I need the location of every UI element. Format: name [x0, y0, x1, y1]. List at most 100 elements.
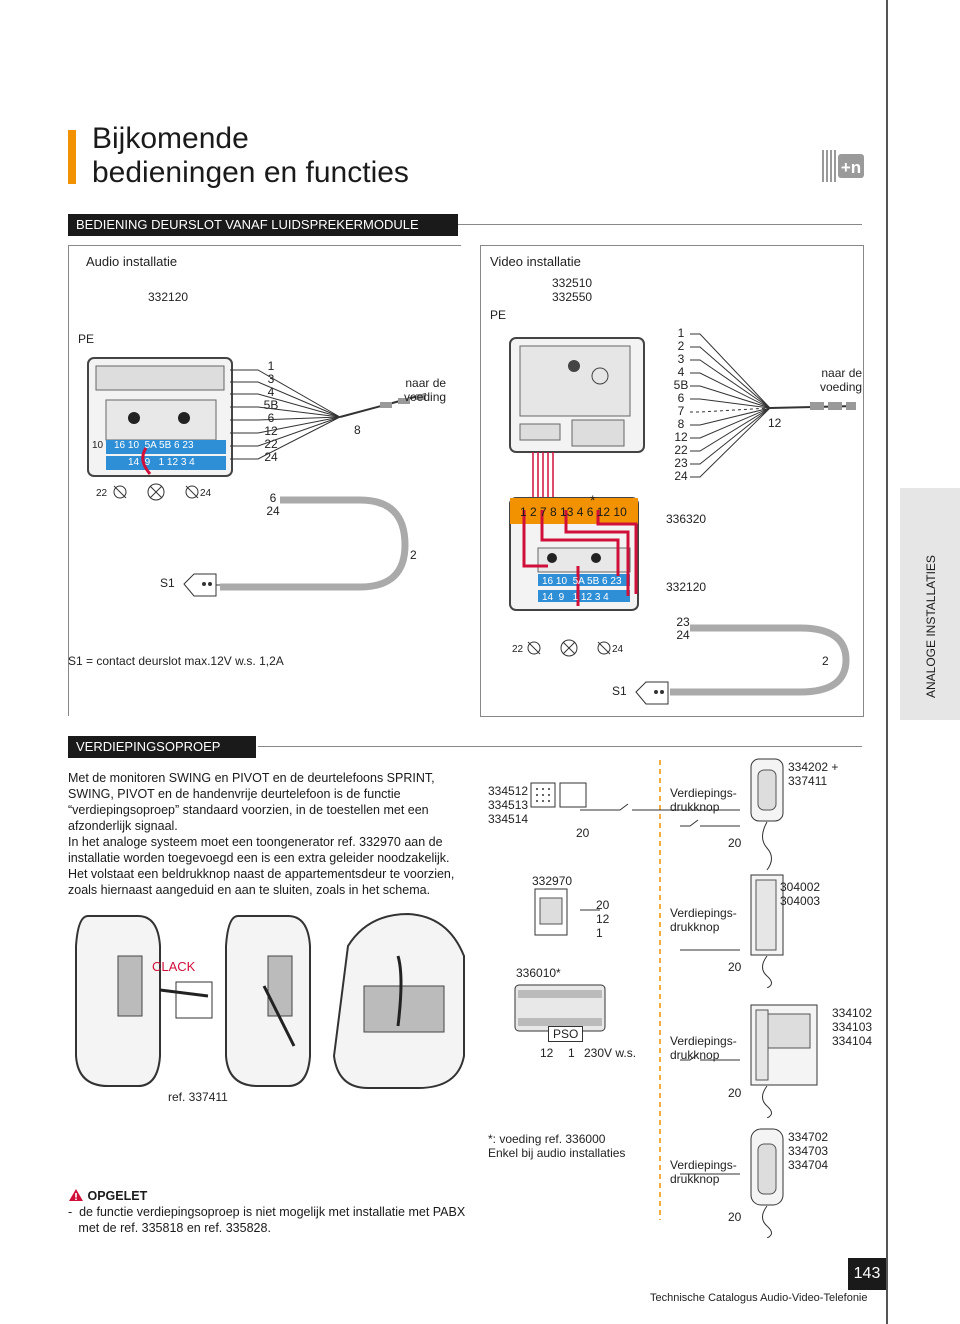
door-plate-icons	[530, 782, 587, 808]
audio-terminals-bottom: 14 9 1 12 3 4	[128, 457, 195, 468]
device-2-refs: 304002 304003	[780, 880, 821, 908]
video-board-ref: 336320	[666, 512, 707, 526]
mains-label: 230V w.s.	[584, 1046, 637, 1060]
video-star: *	[590, 492, 596, 508]
audio-terminals-top: 16 10 5A 5B 6 23	[114, 440, 194, 451]
handset-ref: ref. 337411	[168, 1090, 228, 1104]
footer-text: Technische Catalogus Audio-Video-Telefon…	[650, 1292, 868, 1304]
video-lock-term-22: 22	[512, 644, 524, 655]
video-module-drawing	[509, 337, 645, 453]
video-installation-panel	[480, 245, 864, 717]
video-board-drawing	[509, 497, 639, 611]
section-header-verdiepingsoproep: VERDIEPINGSOPROEP	[68, 736, 256, 758]
button-label-3: Verdiepings- drukknop	[670, 1034, 737, 1062]
device-1-wire: 20	[728, 836, 742, 850]
button-label-2: Verdiepings- drukknop	[670, 906, 737, 934]
audio-installation-panel	[68, 245, 461, 716]
footnote-star: *: voeding ref. 336000	[488, 1132, 606, 1146]
device-3-wire: 20	[728, 1086, 742, 1100]
audio-terminal-10: 10	[92, 440, 104, 451]
video-wire-bundle	[690, 333, 857, 478]
button-label-4: Verdiepings- drukknop	[670, 1158, 737, 1186]
generator-ref: 332970	[532, 874, 573, 888]
handset-installation-drawing	[75, 912, 465, 1089]
plus-n-logo-icon: +n	[820, 148, 866, 184]
title-line-2: bedieningen en functies	[92, 156, 409, 189]
device-2-handset-icon	[750, 874, 784, 988]
audio-lock-term-24: 24	[200, 488, 212, 499]
video-cable-count: 2	[822, 654, 829, 668]
audio-title: Audio installatie	[86, 254, 178, 269]
schema-wire-20-top: 20	[576, 826, 590, 840]
power-supply-icon	[514, 984, 606, 1032]
verdiepingsoproep-paragraph: Met de monitoren SWING en PIVOT en de de…	[68, 771, 455, 897]
video-bundle-count: 12	[768, 416, 782, 430]
title-accent-bar	[68, 130, 76, 184]
video-lock-cable	[670, 624, 850, 696]
video-lock-symbols	[527, 639, 611, 657]
video-supply-label: naar de voeding	[820, 366, 863, 394]
video-ribbon-cable	[532, 452, 554, 502]
video-ref-2: 332550	[552, 290, 593, 304]
section-header-rule	[458, 224, 862, 225]
audio-bundle-count: 8	[354, 423, 361, 437]
video-terminals-bottom: 14 9 1 12 3 4	[542, 592, 609, 603]
video-terminals-top: 16 10 5A 5B 6 23	[542, 576, 622, 587]
title-line-1: Bijkomende	[92, 122, 249, 155]
video-lock-term-24: 24	[612, 644, 624, 655]
warning-title: OPGELET	[87, 1189, 148, 1203]
video-strip-labels: 1 2 7 8 13 4 6 12 10	[520, 505, 627, 519]
video-module-ref: 332120	[666, 580, 707, 594]
section-header-deurslot: BEDIENING DEURSLOT VANAF LUIDSPREKERMODU…	[68, 214, 458, 236]
device-4-refs: 334702 334703 334704	[788, 1130, 829, 1172]
supply-term-12: 12	[540, 1046, 554, 1060]
clack-label: CLACK	[152, 959, 196, 974]
footnote-audio: Enkel bij audio installaties	[488, 1146, 626, 1160]
floor-call-schema-wiring	[580, 760, 740, 1220]
device-2-wire: 20	[728, 960, 742, 974]
audio-supply-label: naar de voeding	[404, 376, 447, 404]
tone-generator-icon	[534, 888, 568, 936]
audio-lock-term-22: 22	[96, 488, 108, 499]
video-ref-1: 332510	[552, 276, 593, 290]
page-title: Bijkomende bedieningen en functies	[92, 122, 409, 190]
supply-term-1: 1	[568, 1046, 575, 1060]
video-title: Video installatie	[490, 254, 581, 269]
button-label-1: Verdiepings- drukknop	[670, 786, 737, 814]
audio-module-drawing	[87, 357, 233, 477]
svg-text:+n: +n	[841, 158, 861, 177]
section2-rule	[258, 746, 862, 747]
audio-wire-bundle	[230, 369, 427, 460]
video-switch-label: S1	[612, 684, 627, 698]
warning-text-1: - de functie verdiepingsoproep is niet m…	[68, 1205, 466, 1219]
audio-lock-cable	[200, 496, 409, 591]
device-4-wire: 20	[728, 1210, 742, 1224]
video-switch-s1	[635, 681, 669, 705]
page-edge-line	[886, 0, 888, 1324]
supply-ref: 336010	[516, 966, 557, 980]
warning-icon	[69, 1189, 83, 1201]
device-3-monitor-icon	[750, 1004, 818, 1118]
device-1-handset-icon	[750, 758, 784, 871]
supply-star: *	[556, 966, 561, 980]
device-1-refs: 334202 + 337411	[788, 760, 839, 788]
audio-cable-count: 2	[410, 548, 417, 562]
audio-lock-symbols	[113, 483, 199, 501]
audio-switch-s1	[183, 573, 217, 597]
warning-block: OPGELET - de functie verdiepingsoproep i…	[68, 1188, 465, 1236]
side-tab-analoge: ANALOGE INSTALLATIES	[900, 488, 960, 720]
page-number: 143	[848, 1258, 886, 1290]
device-4-handset-icon	[750, 1128, 784, 1238]
audio-pe: PE	[78, 332, 95, 346]
pso-label: PSO	[548, 1026, 584, 1042]
warning-text-2: met de ref. 335818 en ref. 335828.	[68, 1221, 271, 1235]
door-plates-refs: 334512 334513 334514	[488, 784, 529, 826]
generator-wires: 20 12 1	[596, 898, 610, 940]
device-3-refs: 334102 334103 334104	[832, 1006, 873, 1048]
video-pe: PE	[490, 308, 507, 322]
audio-switch-label: S1	[160, 576, 175, 590]
